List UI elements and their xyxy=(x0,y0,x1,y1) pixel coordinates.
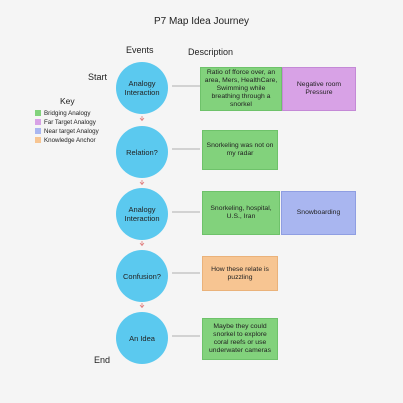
arrow-down-icon xyxy=(139,180,145,186)
key-item-far-target-analogy: Far Target Analogy xyxy=(35,119,96,127)
event-node-analogy-interaction: Analogy Interaction xyxy=(116,62,168,114)
key-item-knowledge-anchor: Knowledge Anchor xyxy=(35,137,96,145)
description-box: Ratio of fforce over, an area, Mers, Hea… xyxy=(200,67,282,111)
swatch-icon xyxy=(35,119,41,125)
key-item-bridging-analogy: Bridging Analogy xyxy=(35,110,90,118)
description-box: Negative room Pressure xyxy=(282,67,356,111)
description-header: Description xyxy=(188,47,234,57)
key-item-near-target-analogy: Near target Analogy xyxy=(35,128,99,136)
description-box: Snorkeling, hospital, U.S., Iran xyxy=(202,191,280,235)
end-label: End xyxy=(94,355,111,365)
event-node-confusion: Confusion? xyxy=(116,250,168,302)
arrow-down-icon xyxy=(139,116,145,122)
swatch-icon xyxy=(35,137,41,143)
description-box: How these relate is puzzling xyxy=(202,256,278,291)
key-title: Key xyxy=(60,96,75,106)
description-box: Maybe they could snorkel to explore cora… xyxy=(202,318,278,360)
description-box: Snowboarding xyxy=(281,191,356,235)
description-box: Snorkeling was not on my radar xyxy=(202,130,278,170)
diagram-title: P7 Map Idea Journey xyxy=(153,16,250,27)
swatch-icon xyxy=(35,110,41,116)
events-header: Events xyxy=(126,45,154,55)
swatch-icon xyxy=(35,128,41,134)
arrow-down-icon xyxy=(139,241,145,247)
event-node-analogy-interaction: Analogy Interaction xyxy=(116,188,168,240)
start-label: Start xyxy=(88,72,108,82)
event-node-an-idea: An Idea xyxy=(116,312,168,364)
arrow-down-icon xyxy=(139,303,145,309)
event-node-relation: Relation? xyxy=(116,126,168,178)
